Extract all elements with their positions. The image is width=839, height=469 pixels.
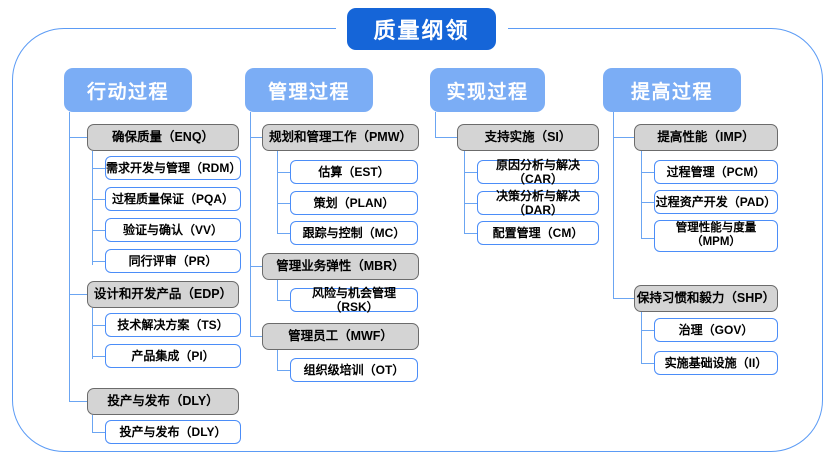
connector-si-spine [464,151,466,234]
leaf-box-car[interactable]: 原因分析与解决（CAR） [477,158,599,186]
group-box-shp[interactable]: 保持习惯和毅力（SHP） [634,285,778,312]
group-box-enq[interactable]: 确保质量（ENQ） [87,124,239,151]
leaf-box-mpm[interactable]: 管理性能与度量 （MPM） [654,220,778,252]
connector-edp-spine [92,308,94,359]
leaf-box-ot[interactable]: 组织级培训（OT） [290,358,418,382]
leaf-box-ii[interactable]: 实施基础设施（II） [654,351,778,375]
connector-enq-c4 [92,261,105,263]
leaf-box-pr[interactable]: 同行评审（PR） [105,249,241,273]
column-header-3[interactable]: 实现过程 [430,68,545,112]
leaf-box-mc[interactable]: 跟踪与控制（MC） [290,221,418,245]
connector-col2-g2 [250,266,262,268]
leaf-box-dly-child[interactable]: 投产与发布（DLY） [105,420,241,444]
group-box-pmw[interactable]: 规划和管理工作（PMW） [262,124,419,151]
leaf-box-rsk[interactable]: 风险与机会管理（RSK） [290,286,418,314]
connector-enq-spine [92,151,94,265]
connector-enq-c1 [92,168,105,170]
connector-imp-c3 [641,238,654,240]
connector-col2-spine [250,112,252,337]
connector-col3-spine [435,112,437,138]
connector-dly-spine [92,415,94,432]
leaf-box-rdm[interactable]: 需求开发与管理（RDM） [105,156,241,180]
connector-si-c3 [464,233,477,235]
connector-col3-g1 [435,137,457,139]
leaf-box-cm[interactable]: 配置管理（CM） [477,221,599,245]
connector-col1-g1 [69,137,87,139]
connector-pmw-c3 [277,233,290,235]
group-box-imp[interactable]: 提高性能（IMP） [634,124,778,151]
leaf-box-plan[interactable]: 策划（PLAN） [290,191,418,215]
leaf-box-pad[interactable]: 过程资产开发（PAD） [654,190,778,214]
connector-col4-g1 [613,137,634,139]
connector-mwf-spine [277,350,279,371]
group-box-mbr[interactable]: 管理业务弹性（MBR） [262,253,419,280]
group-box-mwf[interactable]: 管理员工（MWF） [262,323,419,350]
diagram-title: 质量纲领 [347,8,496,50]
connector-shp-spine [641,312,643,364]
connector-shp-c2 [641,363,654,365]
group-box-si[interactable]: 支持实施（SI） [457,124,599,151]
group-box-edp[interactable]: 设计和开发产品（EDP） [87,281,239,308]
connector-pmw-c2 [277,203,290,205]
leaf-box-vv[interactable]: 验证与确认（VV） [105,218,241,242]
connector-si-c1 [464,172,477,174]
connector-shp-c1 [641,330,654,332]
column-header-4[interactable]: 提高过程 [603,68,741,112]
group-box-dly[interactable]: 投产与发布（DLY） [87,388,239,415]
connector-col2-g3 [250,336,262,338]
leaf-box-gov[interactable]: 治理（GOV） [654,318,778,342]
connector-mbr-spine [277,280,279,301]
connector-mwf-c1 [277,370,290,372]
leaf-box-pqa[interactable]: 过程质量保证（PQA） [105,187,241,211]
leaf-box-pi[interactable]: 产品集成（PI） [105,344,241,368]
leaf-box-pcm[interactable]: 过程管理（PCM） [654,160,778,184]
connector-enq-c2 [92,199,105,201]
connector-edp-c1 [92,325,105,327]
connector-imp-spine [641,151,643,239]
connector-dly-c1 [92,432,105,434]
connector-col1-g3 [69,401,87,403]
connector-col1-g2 [69,294,87,296]
connector-si-c2 [464,203,477,205]
leaf-box-ts[interactable]: 技术解决方案（TS） [105,313,241,337]
connector-col1-spine [69,112,71,402]
connector-col4-g2 [613,298,634,300]
connector-col2-g1 [250,137,262,139]
connector-imp-c2 [641,202,654,204]
connector-mbr-c1 [277,300,290,302]
column-header-2[interactable]: 管理过程 [245,68,373,112]
column-header-1[interactable]: 行动过程 [64,68,192,112]
leaf-box-est[interactable]: 估算（EST） [290,160,418,184]
leaf-box-dar[interactable]: 决策分析与解决（DAR） [477,189,599,217]
connector-pmw-spine [277,151,279,234]
connector-col4-spine [613,112,615,299]
connector-edp-c2 [92,356,105,358]
connector-imp-c1 [641,172,654,174]
connector-pmw-c1 [277,172,290,174]
connector-enq-c3 [92,230,105,232]
